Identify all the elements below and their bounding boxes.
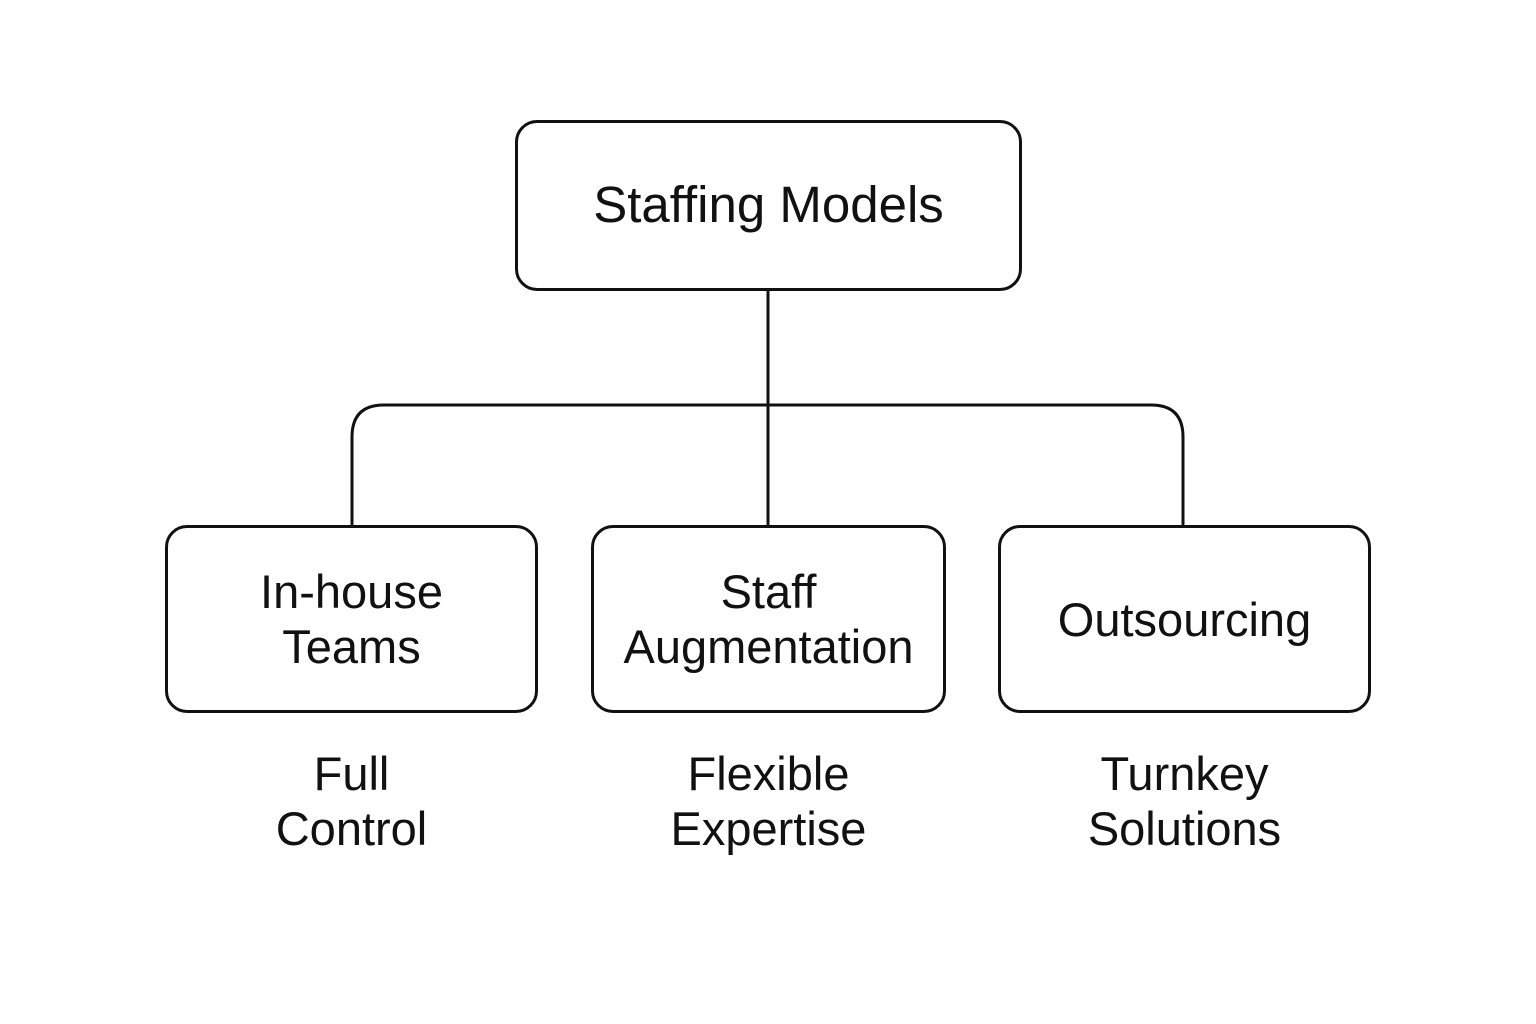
caption-line: Flexible: [687, 747, 850, 800]
caption-line: Turnkey: [1100, 747, 1269, 800]
child-node-label-line: Staff: [720, 565, 817, 618]
root-node-label: Staffing Models: [593, 176, 944, 234]
caption-flexible-expertise: Flexible Expertise: [591, 746, 946, 856]
child-node-outsourcing: Outsourcing: [998, 525, 1371, 713]
caption-line: Expertise: [670, 802, 867, 855]
child-node-in-house-teams: In-house Teams: [165, 525, 538, 713]
child-node-staff-augmentation: Staff Augmentation: [591, 525, 946, 713]
caption-line: Full: [313, 747, 390, 800]
child-node-label-line: Outsourcing: [1057, 592, 1312, 646]
child-node-label: In-house Teams: [260, 564, 443, 674]
caption-line: Control: [275, 802, 428, 855]
child-node-label: Outsourcing: [1058, 592, 1311, 647]
caption-line: Solutions: [1087, 802, 1282, 855]
child-node-label-line: Teams: [282, 620, 421, 673]
branch-bar-line: [350, 403, 1185, 526]
root-node-staffing-models: Staffing Models: [515, 120, 1022, 291]
caption-turnkey-solutions: Turnkey Solutions: [998, 746, 1371, 856]
child-node-label-line: Augmentation: [623, 620, 914, 673]
caption-full-control: Full Control: [165, 746, 538, 856]
child-node-label: Staff Augmentation: [623, 564, 913, 674]
child-node-label-line: In-house: [260, 565, 443, 618]
